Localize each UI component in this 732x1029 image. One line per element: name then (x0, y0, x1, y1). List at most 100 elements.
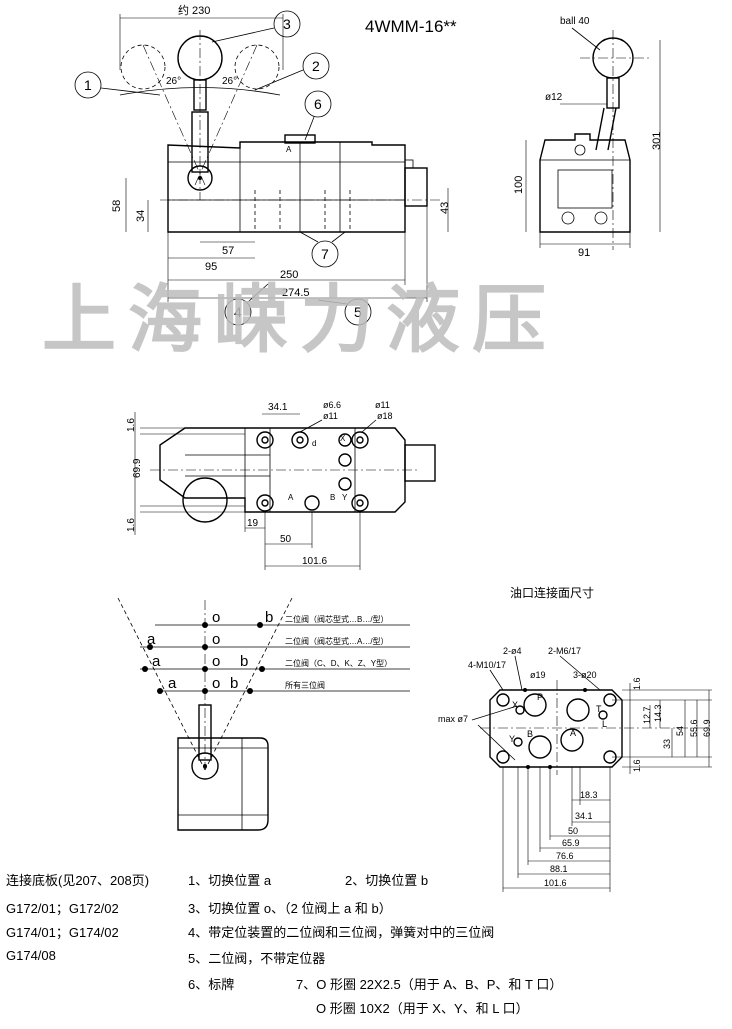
side-view: ball 40 ø12 100 301 91 (513, 16, 663, 259)
dim-1-6-a: 1.6 (126, 418, 137, 432)
dim-d6-6: ø6.6 (323, 400, 341, 410)
lever-ball-position-a (120, 44, 166, 90)
dim-100: 100 (513, 176, 525, 194)
dim-pf-14-3: 14.3 (653, 704, 663, 722)
front-view: 约 230 26° 26° A 58 34 (74, 4, 451, 326)
note-base-plate: 连接底板(见207、208页) (6, 873, 150, 888)
dim-span: 约 230 (178, 4, 210, 17)
port-face-view: 油口连接面尺寸 4-M10/17 2-ø4 2-M6/17 ø19 3-ø20 … (438, 585, 712, 892)
row4-letter-a: a (168, 675, 177, 692)
drawing-title: 4WMM-16** (365, 17, 457, 36)
lever-ball-position-b (234, 44, 280, 90)
dim-d11-a: ø11 (323, 411, 338, 421)
dim-pf-18-3: 18.3 (580, 790, 598, 800)
dim-274-5: 274.5 (282, 287, 310, 299)
balloon-3: 3 (211, 10, 301, 43)
svg-text:5: 5 (354, 304, 362, 320)
dim-pf-34-1: 34.1 (575, 811, 593, 821)
port-d: d (312, 439, 316, 448)
svg-text:6: 6 (314, 96, 322, 112)
dim-pf-88-1: 88.1 (550, 864, 568, 874)
dim-d19: ø19 (530, 670, 546, 680)
dim-2-m6: 2-M6/17 (548, 646, 581, 656)
row2-letter-o: o (212, 631, 220, 648)
note-7b: O 形圈 10X2（用于 X、Y、和 L 口） (316, 1001, 529, 1016)
note-6: 6、标牌 (188, 977, 235, 992)
dim-dia12: ø12 (545, 92, 563, 103)
row2-label: 二位阀（阀芯型式…A…/型） (285, 636, 389, 646)
dim-101-6: 101.6 (302, 556, 327, 567)
note-2: 2、切换位置 b (345, 873, 429, 888)
port-face-t: T (596, 704, 602, 714)
svg-text:2: 2 (312, 58, 320, 74)
svg-text:7: 7 (321, 246, 329, 262)
port-y: Y (342, 493, 348, 502)
dim-max7: max ø7 (438, 714, 468, 724)
dim-19: 19 (247, 518, 259, 529)
row4-label: 所有三位阀 (285, 680, 325, 690)
dim-1-6-b: 1.6 (126, 518, 137, 532)
port-face-title: 油口连接面尺寸 (510, 585, 594, 600)
dim-d11-b: ø11 (375, 400, 390, 410)
top-view: 34.1 ø6.6 ø11 ø11 ø18 d X A B Y (126, 400, 436, 570)
angle-right: 26° (222, 76, 237, 87)
dim-58: 58 (111, 200, 123, 212)
balloon-2: 2 (254, 52, 330, 91)
row1-label: 二位阀（阀芯型式…B…/型） (285, 614, 389, 624)
dim-4-m10: 4-M10/17 (468, 660, 506, 670)
dim-pf-1-6-a: 1.6 (632, 677, 642, 690)
switching-positions-view: o b 二位阀（阀芯型式…B…/型） a o 二位阀（阀芯型式…A…/型） a … (117, 597, 410, 831)
svg-text:3: 3 (283, 16, 291, 32)
port-face-b: B (527, 729, 533, 739)
balloon-6: 6 (304, 90, 332, 141)
watermark: 上海嵘力液压 (42, 277, 558, 363)
port-a: A (288, 493, 294, 502)
angle-left: 26° (166, 76, 181, 87)
note-1: 1、切换位置 a (188, 873, 272, 888)
dim-95: 95 (205, 261, 217, 273)
balloon-5: 5 (317, 298, 372, 326)
dim-250: 250 (280, 269, 298, 281)
row1-letter-o: o (212, 609, 220, 626)
dim-34: 34 (135, 210, 147, 222)
svg-text:4: 4 (234, 304, 242, 320)
dim-d18: ø18 (377, 411, 393, 421)
dim-pf-55-6: 55.6 (689, 719, 699, 737)
note-4: 4、带定位装置的二位阀和三位阀，弹簧对中的三位阀 (188, 925, 495, 940)
port-face-a: A (570, 728, 576, 738)
row3-letter-o: o (212, 653, 220, 670)
row3-letter-a: a (152, 653, 161, 670)
port-face-l: L (602, 719, 607, 729)
balloon-1: 1 (74, 71, 161, 99)
port-face-x: X (512, 700, 518, 710)
dim-50: 50 (280, 534, 292, 545)
dim-pf-1-6-b: 1.6 (632, 759, 642, 772)
dim-69-9: 69.9 (132, 458, 143, 478)
balloon-4: 4 (224, 283, 269, 326)
notes-block: 连接底板(见207、208页) G172/01；G172/02 G174/01；… (0, 862, 732, 1022)
row3-letter-b: b (240, 653, 248, 670)
dim-ball: ball 40 (560, 16, 590, 27)
note-5: 5、二位阀，不带定位器 (188, 951, 326, 966)
dim-3-d20: 3-ø20 (573, 670, 597, 680)
row4-letter-o: o (212, 675, 220, 692)
dim-pf-12-7: 12.7 (642, 706, 652, 724)
dim-pf-69-9: 69.9 (702, 719, 712, 737)
note-7a: 7、O 形圈 22X2.5（用于 A、B、P、和 T 口） (296, 977, 563, 992)
svg-text:1: 1 (84, 77, 92, 93)
note-3: 3、切换位置 o、（2 位阀上 a 和 b） (188, 901, 392, 916)
dim-2-d4: 2-ø4 (503, 646, 522, 656)
port-x: X (340, 434, 346, 443)
row4-letter-b: b (230, 675, 238, 692)
dim-91: 91 (578, 247, 590, 259)
row2-letter-a: a (147, 631, 156, 648)
dim-pf-76-6: 76.6 (556, 851, 574, 861)
port-b: B (330, 493, 335, 502)
note-g172: G172/01；G172/02 (6, 901, 119, 916)
dim-pf-65-9: 65.9 (562, 838, 580, 848)
dim-57: 57 (222, 245, 234, 257)
row3-label: 二位阀（C、D、K、Z、Y型） (285, 658, 392, 668)
dim-pf-33: 33 (662, 739, 672, 749)
